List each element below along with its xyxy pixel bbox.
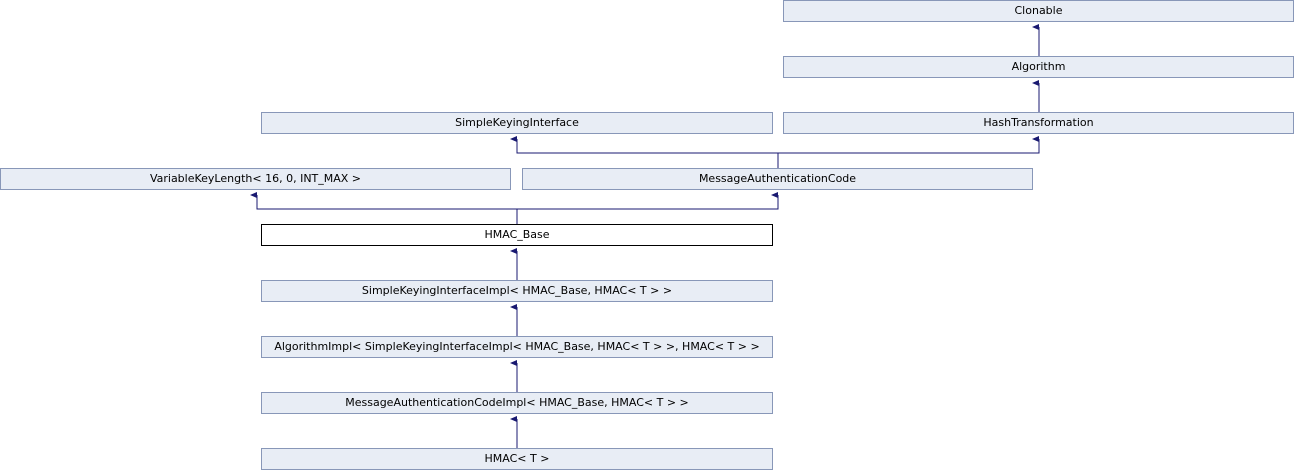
edge-hmacbase-to-mac — [517, 192, 779, 210]
node-algorithm-impl[interactable]: AlgorithmImpl< SimpleKeyingInterfaceImpl… — [261, 336, 773, 358]
edge-hmacbase-to-variablekeylength — [250, 192, 518, 224]
node-simple-keying-interface[interactable]: SimpleKeyingInterface — [261, 112, 773, 134]
node-message-authentication-code-impl[interactable]: MessageAuthenticationCodeImpl< HMAC_Base… — [261, 392, 773, 414]
edge-mac-to-hashtransformation — [778, 136, 1040, 154]
node-simple-keying-interface-impl[interactable]: SimpleKeyingInterfaceImpl< HMAC_Base, HM… — [261, 280, 773, 302]
node-hmac-t[interactable]: HMAC< T > — [261, 448, 773, 470]
node-message-authentication-code[interactable]: MessageAuthenticationCode — [522, 168, 1033, 190]
node-clonable[interactable]: Clonable — [783, 0, 1294, 22]
node-algorithm[interactable]: Algorithm — [783, 56, 1294, 78]
node-hmac-base: HMAC_Base — [261, 224, 773, 246]
node-variable-key-length[interactable]: VariableKeyLength< 16, 0, INT_MAX > — [0, 168, 511, 190]
edge-mac-to-simplekeyinginterface — [510, 136, 779, 168]
node-hash-transformation[interactable]: HashTransformation — [783, 112, 1294, 134]
